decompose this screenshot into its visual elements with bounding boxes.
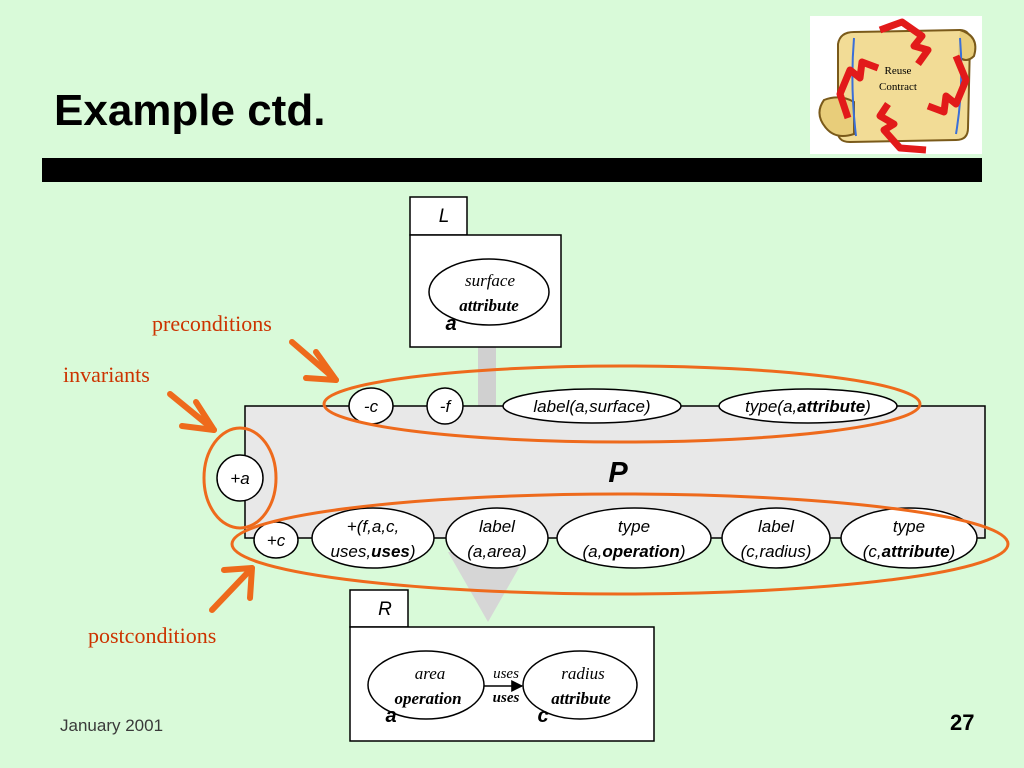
box-L-tab [409,196,468,236]
node-radius-attribute [522,650,638,720]
invariants-label: invariants [63,362,150,387]
postcondition-type-c-attribute [840,507,978,569]
node-operation-text: operation [394,689,461,708]
node-area-text: area [415,664,446,683]
postcondition-label-c-line1: label [758,517,795,536]
postcondition-label-a-area [445,507,549,569]
uses-edge-label-bold: uses [493,690,520,706]
node-surface-text: surface [465,271,516,290]
box-L: L surface attribute a [409,196,562,348]
postcondition-type-c-line1: type [893,517,925,536]
precondition-f-text: -f [440,397,453,416]
precondition-type-a-attribute [718,388,898,424]
postcondition-type-a-line2: (a,operation) [583,542,686,561]
postcondition-label-a-line2: (a,area) [467,542,527,561]
postcondition-c-text: +c [267,531,286,550]
postconditions-arrow-icon [209,565,255,613]
uses-edge-label: uses [493,666,519,682]
node-area-operation [367,650,485,720]
postcondition-type-a-operation [556,507,712,569]
postcondition-label-c-line2: (c,radius) [741,542,812,561]
box-P-label: P [608,457,628,489]
preconditions-highlight [322,364,922,444]
node-attribute-text: attribute [459,296,519,315]
postcondition-uses-line1: +(f,a,c, [347,517,399,536]
precondition-type-text: type(a,attribute) [745,397,871,416]
postcondition-label-c-radius [721,507,831,569]
precondition-c-text: -c [364,397,379,416]
invariants-highlight [202,426,278,530]
precondition-label-a-surface [502,388,682,424]
postconditions-highlight [230,492,1010,596]
postconditions-label: postconditions [88,623,216,648]
logo-text-contract: Contract [879,81,917,93]
invariant-a-text: +a [230,469,249,488]
node-radius-text: radius [561,664,605,683]
flow-arrow-P-to-R [448,552,528,622]
node-label-c: c [537,705,548,727]
node-surface-attribute [428,258,550,326]
invariant-a [216,454,264,502]
invariants-arrow-icon [167,391,217,433]
box-R-tab [349,589,409,628]
postcondition-uses-relation [311,507,435,569]
reuse-contract-logo: Reuse Contract [810,16,982,154]
logo-text-reuse: Reuse [885,65,912,77]
node-label-a: a [385,705,396,727]
preconditions-label: preconditions [152,311,272,336]
precondition-label-text: label(a,surface) [533,397,650,416]
node-label-a: a [445,313,456,335]
postcondition-uses-line2: uses,uses) [330,542,415,561]
footer-date: January 2001 [60,716,164,735]
slide-title: Example ctd. [54,86,326,135]
box-L-tab-label: L [439,206,450,227]
recycle-arrows-icon [836,18,970,154]
title-divider [42,158,982,182]
precondition-f [426,387,464,425]
preconditions-arrow-icon [289,339,339,383]
box-R: R area operation a uses uses radius attr… [349,589,655,742]
postcondition-type-a-line1: type [618,517,650,536]
postcondition-type-c-line2: (c,attribute) [863,542,956,561]
node-attribute-text: attribute [551,689,611,708]
postcondition-label-a-line1: label [479,517,516,536]
box-R-tab-label: R [378,599,392,620]
flow-connector-L-to-P [478,346,496,408]
box-P: P -c -f label(a,surface) type(a,attribut… [216,387,986,569]
page-number: 27 [950,710,975,735]
